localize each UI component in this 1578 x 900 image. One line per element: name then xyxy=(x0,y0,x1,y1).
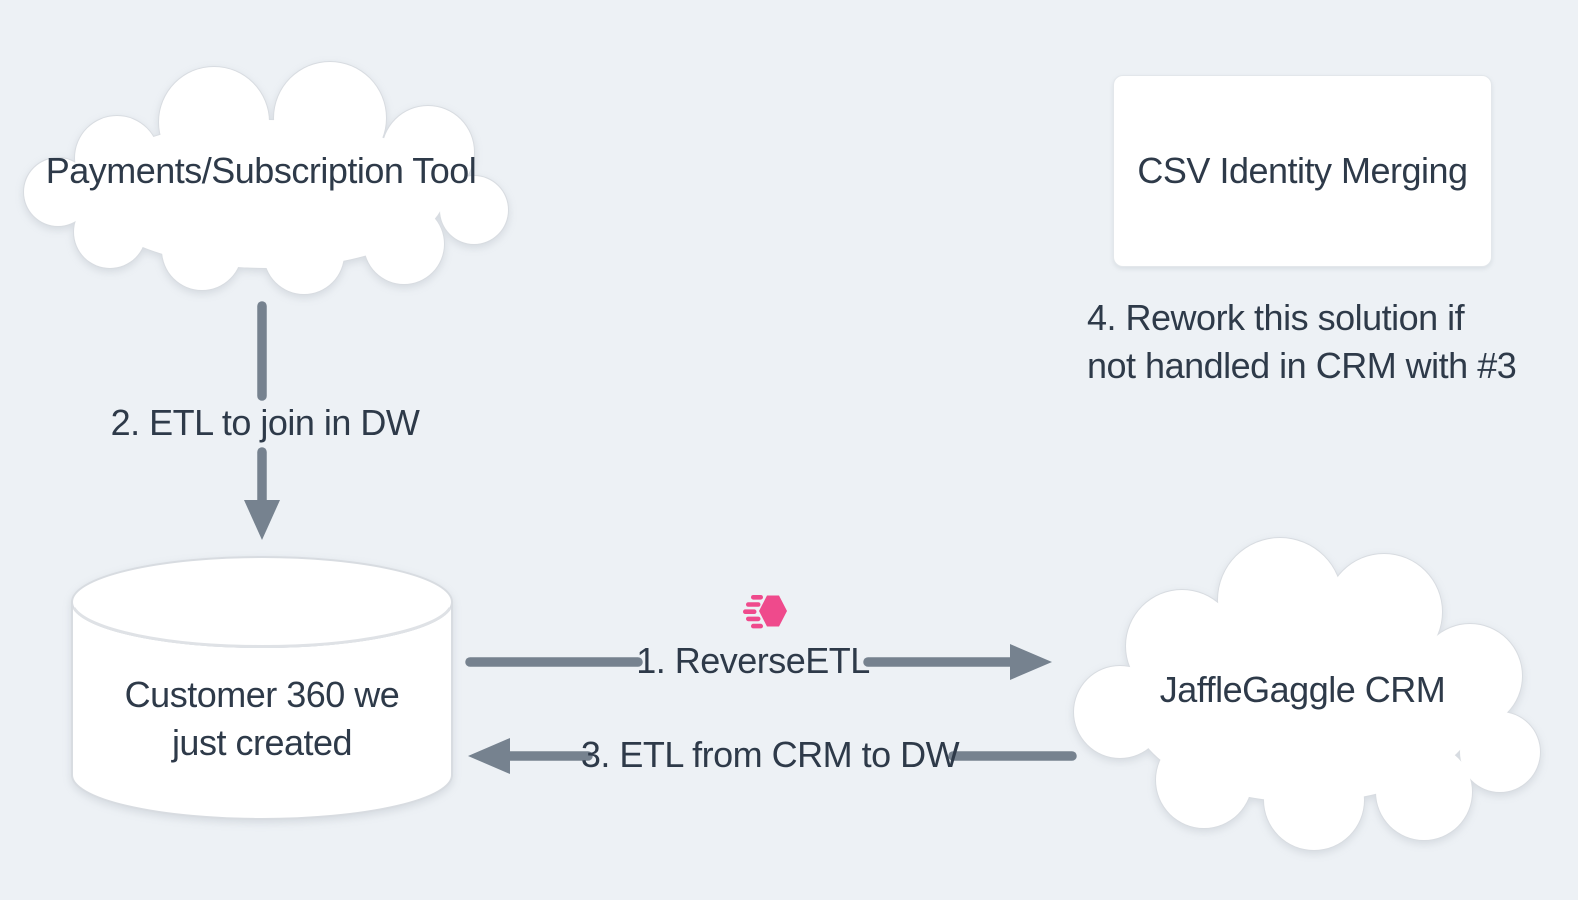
edge-label-etl-join: 2. ETL to join in DW xyxy=(110,402,420,443)
csv-merging-label: CSV Identity Merging xyxy=(1137,150,1468,191)
customer-360-label-line-2: just created xyxy=(171,722,353,763)
edge-label-reverse-etl: 1. ReverseETL xyxy=(636,640,870,681)
customer-360-label: Customer 360 we just created xyxy=(70,671,454,767)
arrowhead-down-icon xyxy=(244,500,280,540)
rework-note-line-2: not handled in CRM with #3 xyxy=(1087,345,1517,386)
node-csv-merging-box: CSV Identity Merging xyxy=(1113,75,1492,267)
annotation-rework-note: 4. Rework this solution if not handled i… xyxy=(1087,294,1517,390)
rework-note-line-1: 4. Rework this solution if xyxy=(1087,297,1465,338)
arrowhead-left-icon xyxy=(468,738,510,774)
database-cylinder-shape xyxy=(71,556,453,820)
node-payments-cloud: Payments/Subscription Tool xyxy=(12,46,510,295)
census-logo-icon xyxy=(743,595,787,629)
arrowhead-right-icon xyxy=(1010,644,1052,680)
payments-cloud-label: Payments/Subscription Tool xyxy=(45,149,477,191)
jafflegaggle-crm-label: JaffleGaggle CRM xyxy=(1159,668,1446,710)
node-customer-360-database: Customer 360 we just created xyxy=(70,555,454,821)
node-jafflegaggle-crm-cloud: JaffleGaggle CRM xyxy=(1062,524,1543,855)
edge-label-etl-from-crm: 3. ETL from CRM to DW xyxy=(580,734,960,775)
customer-360-label-line-1: Customer 360 we xyxy=(124,674,400,715)
